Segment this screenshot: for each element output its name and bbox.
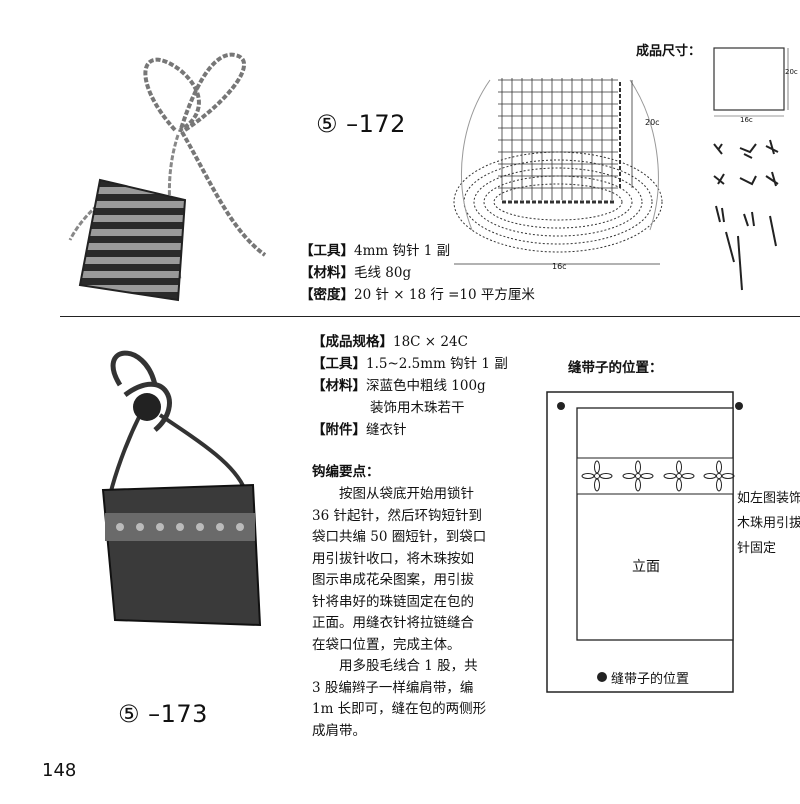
spec-tools: 【工具】1.5~2.5mm 钩针 1 副 (312, 356, 508, 372)
spec-material-extra: 装饰用木珠若干 (370, 400, 465, 416)
front-label: 立面 (632, 559, 660, 575)
stitch-symbol-illustrations (713, 139, 779, 291)
schematic-height-label: 20c (785, 68, 798, 76)
step-line: 用引拔针收口，将木珠按如 (312, 550, 474, 567)
diagram-title: 缝带子的位置： (568, 360, 663, 376)
strap-legend: 缝带子的位置 (611, 672, 690, 687)
finished-size-label: 成品尺寸： (636, 44, 702, 59)
step-line: 袋口共编 50 圈短针，到袋口 (312, 529, 487, 545)
step-line: 1m 长即可，缝在包的两侧形 (312, 701, 487, 717)
chart-width-label: 16c (552, 262, 567, 271)
striped-bag-photo (68, 52, 267, 302)
specs-172: 【工具】4mm 钩针 1 副 【材料】毛线 80g 【密度】20 针 × 18 … (300, 240, 535, 306)
schematic-width-label: 16c (740, 116, 753, 124)
step-line: 成肩带。 (312, 722, 366, 739)
section-divider (60, 316, 800, 317)
step-line: 按图从袋底开始用锁针 (312, 486, 474, 502)
steps-title: 钩编要点： (312, 464, 380, 480)
finished-size-schematic (713, 47, 789, 117)
strap-position-diagram (546, 391, 743, 693)
spec-material: 【材料】毛线 80g (300, 265, 412, 281)
side-note-line: 如左图装饰 (737, 491, 800, 506)
spec-gauge: 【密度】20 针 × 18 行 =10 平方厘米 (300, 287, 535, 303)
step-line: 36 针起针，然后环钩短针到 (312, 507, 482, 524)
step-line: 图示串成花朵图案，用引拔 (312, 572, 474, 588)
step-line: 针将串好的珠链固定在包的 (312, 593, 474, 610)
crochet-chart-172 (453, 78, 663, 265)
spec-material: 【材料】深蓝色中粗线 100g (312, 378, 486, 394)
side-note: 如左图装饰 木珠用引拔 针固定 (737, 486, 800, 561)
pattern-code-172: ⑤ –172 (316, 110, 406, 138)
spec-accessory: 【附件】缝衣针 (312, 422, 407, 438)
side-note-line: 木珠用引拔 (737, 516, 800, 531)
pattern-code-173: ⑤ –173 (118, 700, 208, 728)
side-note-line: 针固定 (737, 541, 777, 556)
page-number: 148 (42, 760, 77, 781)
spec-tools: 【工具】4mm 钩针 1 副 (300, 243, 451, 259)
beaded-bag-photo (101, 350, 262, 627)
specs-173: 【成品规格】18C × 24C 【工具】1.5~2.5mm 钩针 1 副 【材料… (312, 331, 508, 441)
steps-text: 按图从袋底开始用锁针 36 针起针，然后环钩短针到 袋口共编 50 圈短针，到袋… (312, 484, 486, 742)
spec-size: 【成品规格】18C × 24C (312, 334, 468, 350)
step-line: 在袋口位置，完成主体。 (312, 636, 461, 653)
chart-height-label: 20c (645, 118, 660, 127)
step-line: 3 股编辫子一样编肩带，编 (312, 679, 474, 696)
step-line: 正面。用缝衣针将拉链缝合 (312, 615, 474, 631)
step-line: 用多股毛线合 1 股，共 (312, 658, 478, 674)
